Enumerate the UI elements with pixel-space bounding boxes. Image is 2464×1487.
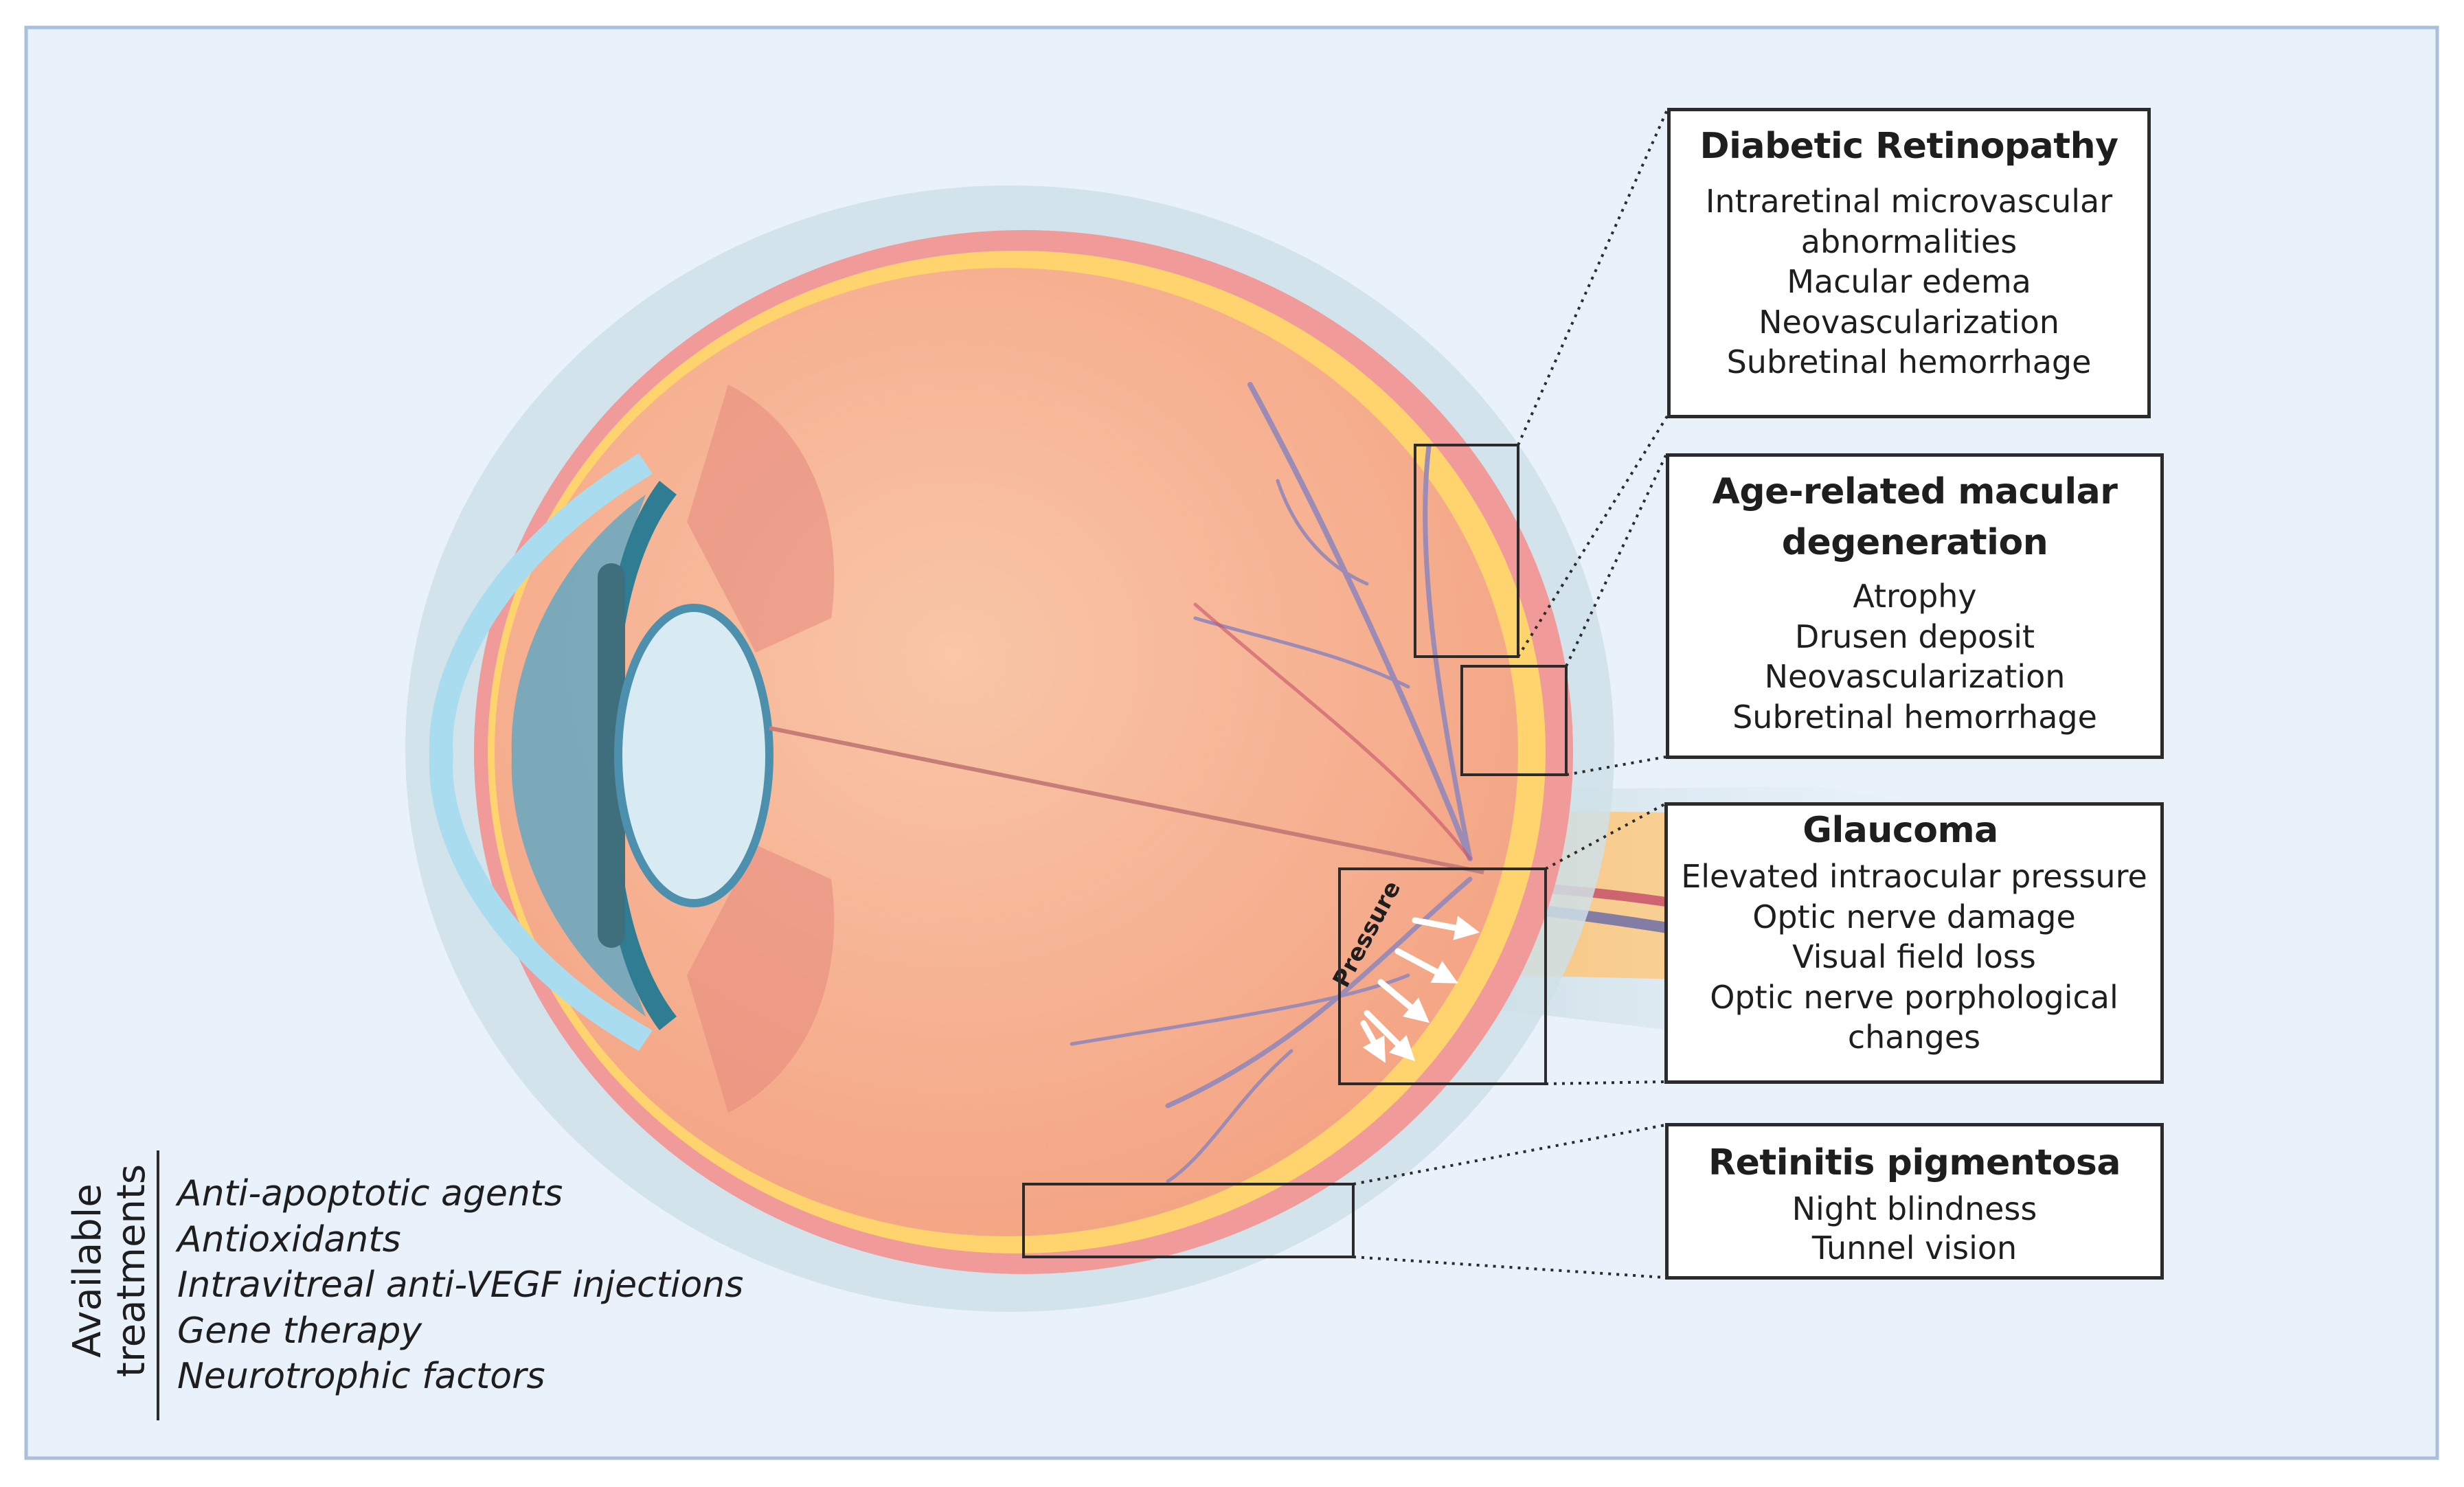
detail-box-diabetic <box>1414 444 1519 658</box>
retinal-vessels <box>1070 382 1473 1183</box>
treatments-divider <box>157 1150 159 1420</box>
disease-item: abnormalities <box>1800 223 2017 260</box>
disease-item: Optic nerve damage <box>1752 898 2076 935</box>
treatments-list: Anti-apoptotic agents Antioxidants Intra… <box>177 1171 743 1400</box>
visual-axis <box>769 726 1484 874</box>
disease-item: Macular edema <box>1787 263 2031 300</box>
disease-item: Drusen deposit <box>1794 617 2035 655</box>
disease-box-retinitis-pigmentosa: Retinitis pigmentosa Night blindness Tun… <box>1665 1123 2164 1280</box>
disease-item: Subretinal hemorrhage <box>1726 343 2092 381</box>
disease-item: Tunnel vision <box>1811 1229 2017 1267</box>
ciliary-body <box>687 385 835 652</box>
treatment-item: Antioxidants <box>177 1218 401 1260</box>
treatments-heading: Available treatments <box>65 1164 154 1378</box>
detail-box-amd <box>1460 665 1568 776</box>
disease-item: Night blindness <box>1792 1190 2037 1227</box>
connector-lines <box>1353 109 1669 1279</box>
disease-title: Retinitis pigmentosa <box>1708 1142 2121 1183</box>
detail-box-glaucoma <box>1338 867 1547 1085</box>
disease-item: Visual field loss <box>1792 938 2036 975</box>
cornea <box>429 453 653 1051</box>
disease-box-glaucoma: Glaucoma Elevated intraocular pressure O… <box>1664 802 2164 1084</box>
disease-item: Optic nerve porphological <box>1710 978 2118 1016</box>
disease-item: Subretinal hemorrhage <box>1732 698 2097 736</box>
disease-title: Age-related macular degeneration <box>1669 466 2160 568</box>
disease-box-diabetic-retinopathy: Diabetic Retinopathy Intraretinal microv… <box>1667 108 2151 418</box>
treatment-item: Gene therapy <box>177 1310 422 1352</box>
treatment-item: Intravitreal anti-VEGF injections <box>177 1264 744 1306</box>
disease-item: Neovascularization <box>1764 658 2066 695</box>
treatment-item: Neurotrophic factors <box>177 1356 545 1397</box>
iris-band <box>598 563 625 948</box>
disease-title-line: Age-related macular <box>1712 471 2118 512</box>
lens <box>614 604 773 907</box>
anterior-chamber <box>511 495 646 1017</box>
disease-title: Glaucoma <box>1802 810 1998 851</box>
disease-box-amd: Age-related macular degeneration Atrophy… <box>1666 453 2164 759</box>
detail-box-rp <box>1022 1183 1355 1258</box>
disease-item: Elevated intraocular pressure <box>1681 858 2147 895</box>
disease-item: Intraretinal microvascular <box>1705 183 2113 220</box>
disease-title-line: degeneration <box>1781 522 2048 563</box>
pressure-arrows <box>1360 916 1480 1063</box>
disease-item: Atrophy <box>1853 578 1977 615</box>
disease-item: Neovascularization <box>1759 303 2059 341</box>
treatment-item: Anti-apoptotic agents <box>177 1173 563 1214</box>
disease-title: Diabetic Retinopathy <box>1699 126 2119 167</box>
ciliary-body-lower <box>687 845 835 1113</box>
disease-item: changes <box>1847 1019 1981 1056</box>
